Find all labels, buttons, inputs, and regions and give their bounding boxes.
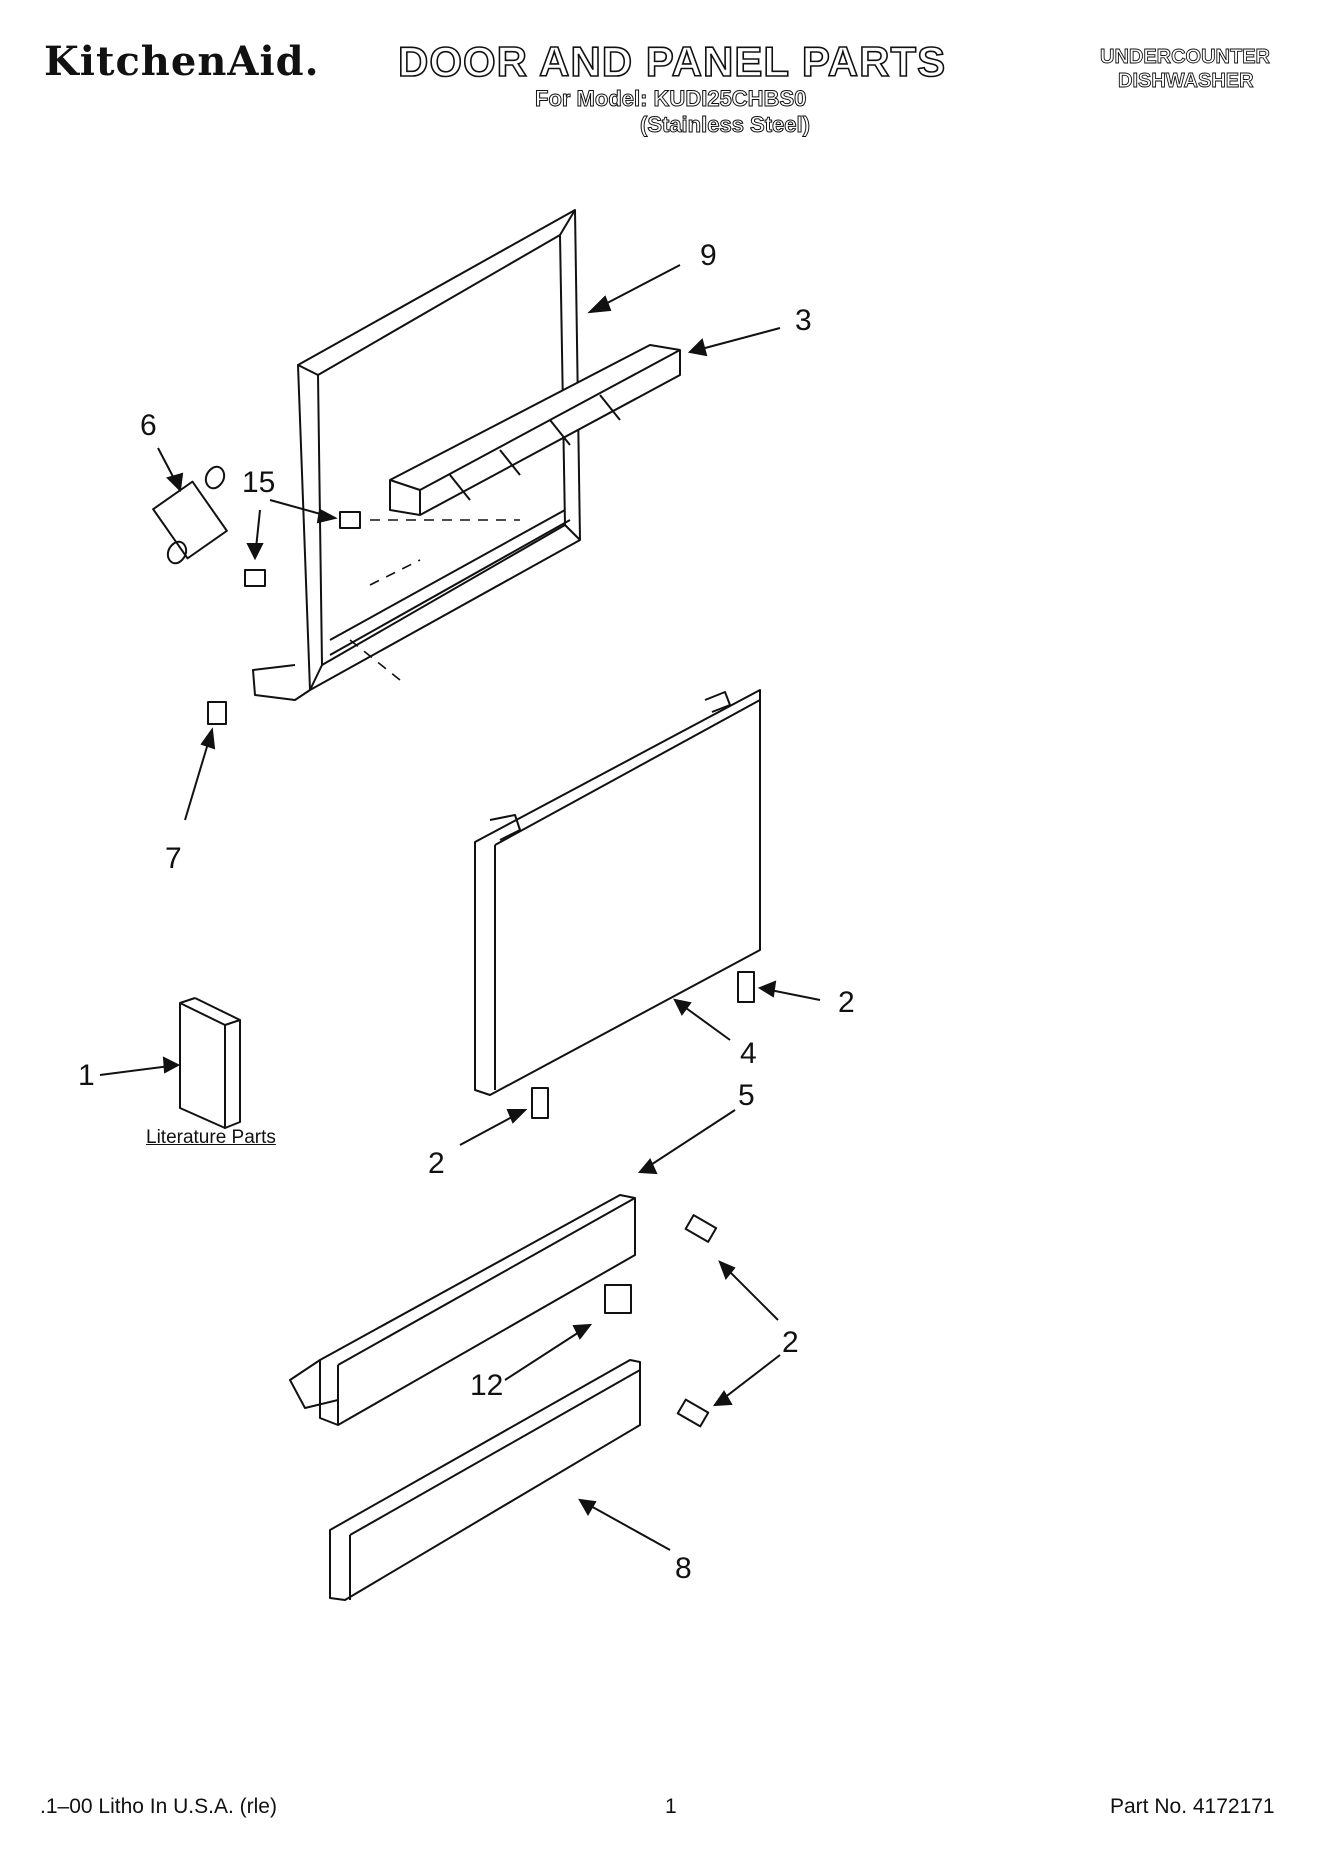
literature-booklet — [179, 997, 241, 1129]
callout-15: 15 — [242, 466, 275, 499]
brand-logo: KitchenAid. — [44, 38, 320, 85]
product-type-line2: DISHWASHER — [1118, 70, 1254, 93]
print-info: .1–00 Litho In U.S.A. (rle) — [40, 1795, 277, 1818]
variant-label: (Stainless Steel) — [640, 112, 811, 138]
callout-8: 8 — [675, 1552, 692, 1585]
callout-6: 6 — [140, 409, 157, 442]
outer-panel-part — [474, 689, 761, 1096]
callout-1: 1 — [78, 1059, 95, 1092]
page-number: 1 — [665, 1795, 677, 1818]
callout-3: 3 — [795, 304, 812, 337]
callout-2c: 2 — [782, 1326, 799, 1359]
product-type-line1: UNDERCOUNTER — [1100, 46, 1271, 69]
callout-4: 4 — [740, 1037, 757, 1070]
spring-part — [152, 465, 228, 565]
door-frame-part — [252, 209, 581, 701]
callout-2b: 2 — [428, 1147, 445, 1180]
callout-7: 7 — [165, 842, 182, 875]
kick-plate-part — [329, 1359, 641, 1601]
panel-screw-part — [531, 971, 755, 1428]
part-number: Part No. 4172171 — [1110, 1795, 1275, 1818]
screw-part — [244, 511, 361, 587]
hinge-rail-part — [389, 344, 681, 516]
page-title: DOOR AND PANEL PARTS — [397, 37, 947, 86]
callout-9: 9 — [700, 239, 717, 272]
callout-12: 12 — [470, 1369, 503, 1402]
model-line: For Model: KUDI25CHBS0 — [534, 86, 807, 112]
clip-part — [207, 701, 227, 725]
callout-5: 5 — [738, 1079, 755, 1112]
literature-parts-label: Literature Parts — [146, 1127, 276, 1148]
bracket-part — [604, 1284, 632, 1314]
toe-panel-part — [289, 1194, 636, 1426]
callout-2a: 2 — [838, 986, 855, 1019]
